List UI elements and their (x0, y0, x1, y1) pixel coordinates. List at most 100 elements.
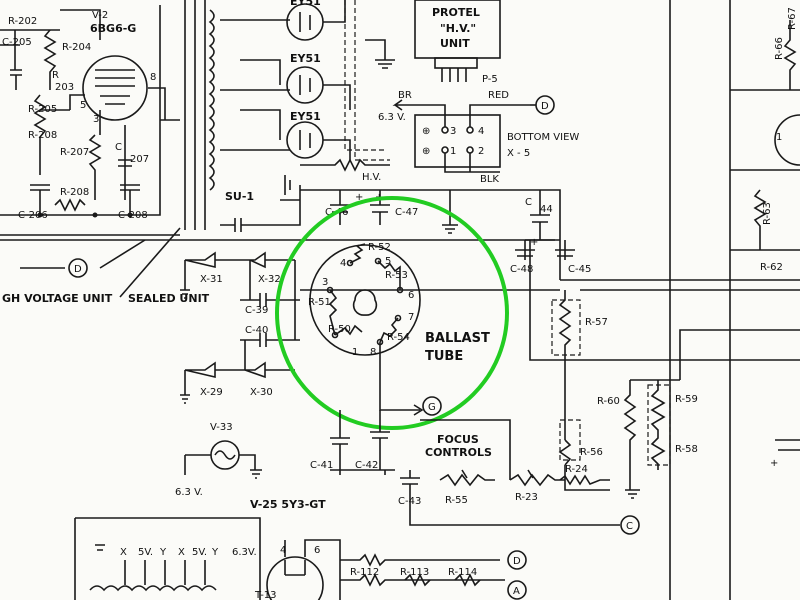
label-pin6-v25: 6 (314, 545, 320, 556)
label-x30: X-30 (250, 387, 273, 398)
label-sock-2: 2 (478, 146, 484, 157)
label-r23: R-23 (515, 492, 538, 503)
plus-b: ⊕ (422, 146, 430, 157)
label-s-5v2: 5V. (192, 547, 207, 558)
label-c42: C-42 (355, 460, 378, 471)
label-sock-4: 4 (478, 126, 484, 137)
label-v2: V-2 (92, 10, 108, 21)
label-pin4-v25: 4 (280, 545, 286, 556)
label-v25: V-25 5Y3-GT (250, 498, 326, 511)
label-r51: R-51 (308, 297, 331, 308)
label-r208b: R-208 (60, 187, 89, 198)
label-r205: R-205 (28, 104, 57, 115)
label-ey51-mid: EY51 (290, 52, 321, 65)
stage-6bg6: R-202 V-2 6BG6-G C-205 R-204 R 203 8 5 3… (0, 5, 180, 221)
label-x31: X-31 (200, 274, 223, 285)
protel-hv-unit: PROTEL "H.V." UNIT P-5 ⊕ ⊕ 3 4 1 2 BR 6.… (378, 0, 579, 185)
label-pin-1: 1 (352, 347, 358, 358)
label-r59: R-59 (675, 394, 698, 405)
label-r66: R-66 (774, 37, 785, 60)
label-c44-c: C (525, 197, 532, 208)
label-pin3: 3 (93, 114, 99, 125)
label-r203-num: 203 (55, 82, 74, 93)
label-pin8: 8 (150, 72, 156, 83)
label-c206: C-206 (18, 210, 48, 221)
label-c205: C-205 (2, 37, 32, 48)
label-focus: FOCUS (437, 433, 479, 446)
label-sealed-unit: SEALED UNIT (128, 292, 210, 305)
label-x29: X-29 (200, 387, 223, 398)
label-c207-c: C (115, 142, 122, 153)
label-6bg6: 6BG6-G (90, 22, 136, 35)
label-bottom-view: BOTTOM VIEW (507, 132, 579, 143)
label-pin-8: 8 (370, 347, 376, 358)
label-s-y2: Y (211, 547, 219, 558)
label-63v-a: 6.3 V. (378, 112, 406, 123)
label-r202: R-202 (8, 16, 37, 27)
label-high-voltage-unit: GH VOLTAGE UNIT (2, 292, 113, 305)
label-s-63v: 6.3V. (232, 547, 257, 558)
label-c44: 44 (540, 204, 553, 215)
label-r114: R-114 (448, 567, 477, 578)
label-ey51-top: EY51 (290, 0, 321, 8)
label-c48: C-48 (510, 264, 533, 275)
connector-d-left: D (74, 264, 82, 275)
label-s-5v: 5V. (138, 547, 153, 558)
label-r53: R-53 (385, 270, 408, 281)
label-r50: R-50 (328, 324, 351, 335)
label-r204: R-204 (62, 42, 91, 53)
label-br: BR (398, 90, 412, 101)
label-p5: P-5 (482, 74, 498, 85)
label-controls: CONTROLS (425, 446, 492, 459)
label-63v-b: 6.3 V. (175, 487, 203, 498)
label-r56: R-56 (580, 447, 603, 458)
divider-network: R-57 R-60 R-59 R-58 R-56 R-24 (529, 240, 800, 499)
ballast-tube: G R-52 R-53 R-51 R-50 R-54 4 5 3 6 7 1 8… (300, 242, 560, 416)
label-r113: R-113 (400, 567, 429, 578)
focus-controls: C FOCUS CONTROLS R-55 R-23 C-41 C-42 C-4… (310, 410, 640, 535)
label-pin-5: 5 (385, 256, 391, 267)
ballast-tube-envelope (309, 244, 421, 356)
label-protel-unit: UNIT (440, 37, 470, 50)
label-pin-7: 7 (408, 312, 414, 323)
diode-multiplier: X-31 X-32 C-39 C-40 X-29 X-30 GH VOLTAGE… (2, 251, 300, 404)
label-c43: C-43 (398, 496, 421, 507)
connector-d-bottom: D (513, 556, 521, 567)
label-hv: H.V. (362, 172, 381, 183)
ballast-highlight-circle (275, 196, 509, 430)
label-r62: R-62 (760, 262, 783, 273)
label-c208: C-208 (118, 210, 148, 221)
label-ey51-bot: EY51 (290, 110, 321, 123)
label-protel-hv: "H.V." (440, 22, 476, 35)
label-r207: R-207 (60, 147, 89, 158)
label-c47: C-47 (395, 207, 418, 218)
label-sock-3: 3 (450, 126, 456, 137)
plus-c46: + (355, 192, 363, 203)
label-c39: C-39 (245, 305, 268, 316)
label-r54: R-54 (387, 332, 410, 343)
label-c41: C-41 (310, 460, 333, 471)
label-c40: C-40 (245, 325, 268, 336)
label-r60: R-60 (597, 396, 620, 407)
label-r67: R-67 (787, 7, 798, 30)
label-su1: SU-1 (225, 190, 254, 203)
label-s-y: Y (159, 547, 167, 558)
label-r24: R-24 (565, 464, 588, 475)
connector-g: G (428, 402, 436, 413)
right-edge-section: R-66 R-67 R-63 R-62 1 + (669, 0, 800, 600)
label-red: RED (488, 90, 509, 101)
label-s-x: X (120, 547, 127, 558)
tube-6bg6-envelope (82, 55, 148, 121)
label-right-pin1: 1 (776, 132, 782, 143)
label-r57: R-57 (585, 317, 608, 328)
label-ballast: BALLAST (425, 331, 490, 346)
power-supply: V-33 6.3 V. V-25 5Y3-GT 4 6 X 5V. Y X 5V… (74, 422, 527, 600)
hv-rectifier-section: EY51 EY51 EY51 SU-1 H.V. (184, 0, 395, 232)
connector-d-top: D (541, 101, 549, 112)
label-tube: TUBE (425, 349, 463, 364)
connector-a: A (513, 586, 520, 597)
label-pin-3: 3 (322, 277, 328, 288)
plus-right: + (770, 458, 778, 469)
